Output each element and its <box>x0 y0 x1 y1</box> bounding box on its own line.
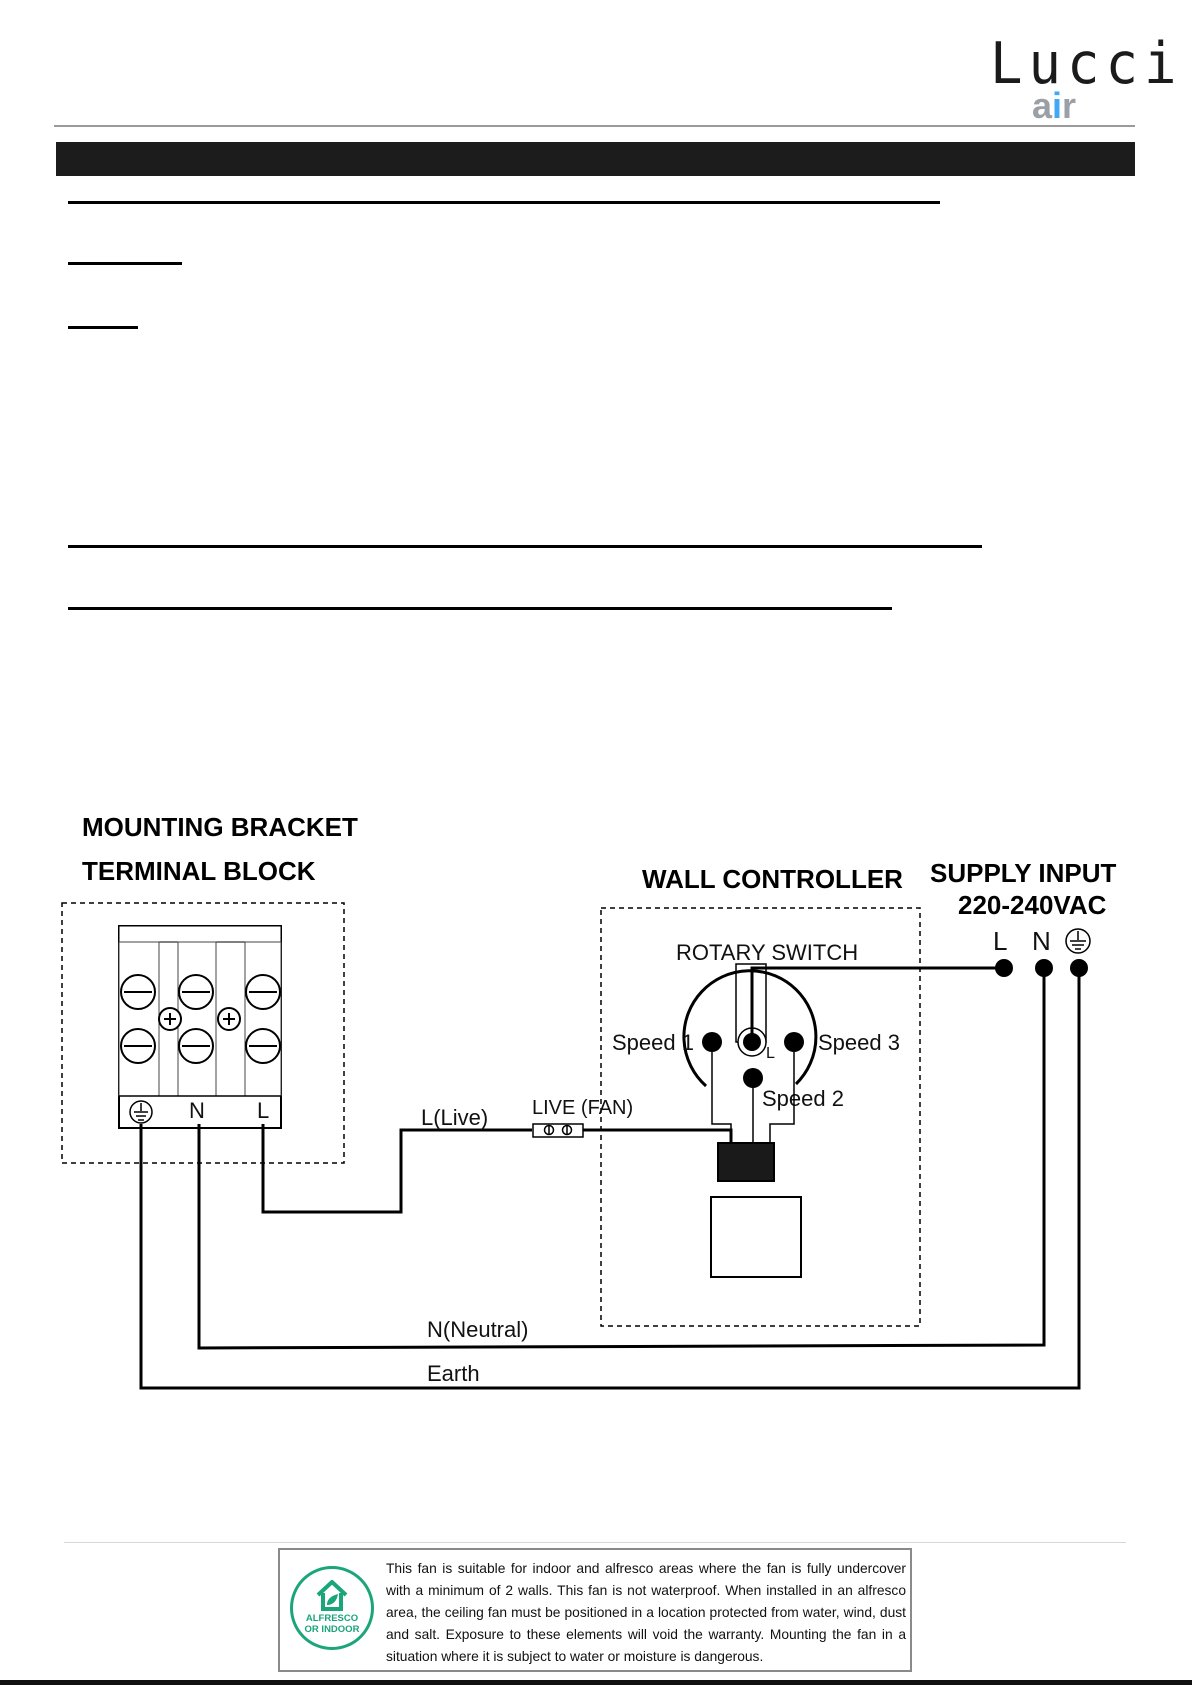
wall-plate <box>710 1196 802 1278</box>
heading-rule-1 <box>68 201 940 204</box>
bracket-label-n: N <box>189 1098 205 1123</box>
bracket-dashed-box <box>61 902 345 1164</box>
notice-text: This fan is suitable for indoor and alfr… <box>386 1561 906 1664</box>
capacitor-module <box>717 1142 775 1182</box>
rotary-switch <box>682 963 818 1088</box>
heading-rule-2 <box>68 262 182 265</box>
live-fan-wire <box>583 1128 733 1143</box>
badge-line2: OR INDOOR <box>304 1624 360 1635</box>
alfresco-badge: ALFRESCO OR INDOOR <box>290 1566 374 1650</box>
live-fan-label: LIVE (FAN) <box>532 1097 633 1119</box>
supply-label-n: N <box>1032 926 1051 956</box>
live-wire <box>261 1124 532 1214</box>
live-wire-label: L(Live) <box>421 1105 488 1130</box>
house-leaf-icon <box>316 1580 348 1611</box>
bracket-label-l: L <box>257 1098 269 1123</box>
logo-wordmark: Lucci <box>990 30 1183 97</box>
speed3-terminal <box>784 1032 804 1052</box>
terminal-screws <box>120 974 281 1064</box>
heading-rule-3 <box>68 326 138 329</box>
section-title-bar <box>56 142 1135 176</box>
page-bottom-strip <box>0 1680 1192 1685</box>
heading-rule-4 <box>68 545 982 548</box>
supply-live-wire <box>750 966 1004 1042</box>
supply-earth-icon <box>1065 928 1091 954</box>
logo-subtitle: air <box>1032 86 1076 126</box>
footer-divider <box>64 1542 1126 1543</box>
wiring-diagram: MOUNTING BRACKET TERMINAL BLOCK WALL CON… <box>61 812 1117 1390</box>
speed2-label: Speed 2 <box>762 1086 844 1111</box>
controller-dashed-box <box>600 907 921 1327</box>
switch-l-label: L <box>766 1045 775 1062</box>
logo-sub-i: i <box>1052 85 1063 126</box>
speed2-terminal <box>743 1068 763 1088</box>
earth-wire-label: Earth <box>427 1361 480 1386</box>
brand-logo: Lucci air <box>990 34 1177 126</box>
alfresco-notice: ALFRESCO OR INDOOR This fan is suitable … <box>278 1548 912 1672</box>
header-divider <box>54 125 1135 127</box>
supply-label-l: L <box>993 926 1007 956</box>
speed1-label: Speed 1 <box>612 1030 694 1055</box>
bracket-title-line1: MOUNTING BRACKET <box>82 812 358 842</box>
supply-title-line1: SUPPLY INPUT <box>930 858 1117 888</box>
earth-wire <box>139 968 1081 1390</box>
terminal-block <box>118 925 282 1129</box>
live-fan-connector <box>532 1123 584 1138</box>
speed1-terminal <box>702 1032 722 1052</box>
bracket-earth-icon <box>129 1100 153 1124</box>
neutral-wire <box>197 968 1046 1350</box>
logo-sub-a: a <box>1032 85 1053 126</box>
neutral-wire-label: N(Neutral) <box>427 1317 528 1342</box>
speed3-label: Speed 3 <box>818 1030 900 1055</box>
controller-title: WALL CONTROLLER <box>642 864 903 894</box>
supply-title-line2: 220-240VAC <box>958 890 1107 920</box>
heading-rule-5 <box>68 607 892 610</box>
bracket-title-line2: TERMINAL BLOCK <box>82 856 316 886</box>
logo-sub-r: r <box>1062 85 1077 126</box>
badge-line1: ALFRESCO <box>305 1613 359 1624</box>
rotary-switch-label: ROTARY SWITCH <box>676 940 858 965</box>
